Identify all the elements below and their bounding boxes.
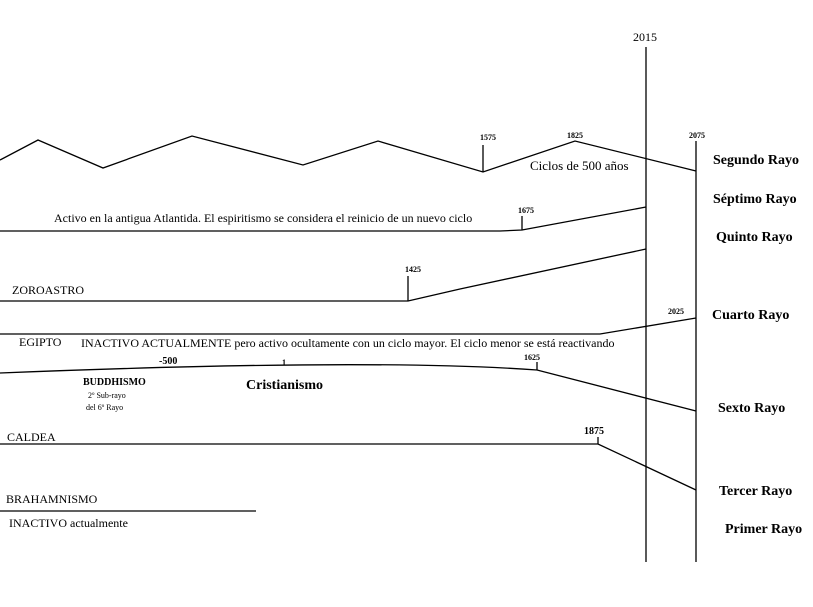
- atlantida-note: Activo en la antigua Atlantida. El espir…: [54, 211, 472, 225]
- tercer-rayo-label: Tercer Rayo: [719, 484, 792, 499]
- year-1625: 1625: [524, 353, 540, 362]
- egipto-note: INACTIVO ACTUALMENTE pero activo ocultam…: [81, 336, 615, 350]
- year-neg500: -500: [159, 356, 177, 367]
- quinto-rayo-line: [0, 248, 647, 302]
- subrayo-line2: del 6º Rayo: [86, 403, 123, 412]
- year-1575: 1575: [480, 133, 496, 142]
- primer-rayo-label: Primer Rayo: [725, 522, 802, 537]
- quinto-rayo-label: Quinto Rayo: [716, 230, 793, 245]
- year-2075: 2075: [689, 131, 705, 140]
- brahamnismo-label: BRAHAMNISMO: [6, 492, 98, 506]
- cristianismo-label: Cristianismo: [246, 378, 323, 393]
- septimo-rayo-line: [0, 206, 647, 232]
- year-1425: 1425: [405, 265, 421, 274]
- year-1825: 1825: [567, 131, 583, 140]
- segundo-rayo-label: Segundo Rayo: [713, 153, 799, 168]
- sexto-rayo-label: Sexto Rayo: [718, 401, 785, 416]
- year-2025: 2025: [668, 307, 684, 316]
- subrayo-line1: 2º Sub-rayo: [88, 391, 126, 400]
- cuarto-rayo-line: [0, 317, 697, 335]
- sexto-rayo-line: [0, 364, 697, 412]
- cuarto-rayo-label: Cuarto Rayo: [712, 308, 789, 323]
- caldea-label: CALDEA: [7, 430, 56, 444]
- year-1675: 1675: [518, 206, 534, 215]
- tercer-rayo-line: [0, 443, 697, 491]
- ciclos-label: Ciclos de 500 años: [530, 158, 629, 173]
- year-1: 1: [282, 358, 286, 367]
- inactivo-label: INACTIVO actualmente: [9, 516, 128, 530]
- segundo-rayo-wave: [0, 135, 697, 173]
- septimo-rayo-label: Séptimo Rayo: [713, 192, 797, 207]
- year-1875: 1875: [584, 426, 604, 437]
- year-2015: 2015: [633, 30, 657, 44]
- buddhismo-label: BUDDHISMO: [83, 377, 146, 388]
- egipto-label: EGIPTO: [19, 335, 62, 349]
- zoroastro-label: ZOROASTRO: [12, 283, 84, 297]
